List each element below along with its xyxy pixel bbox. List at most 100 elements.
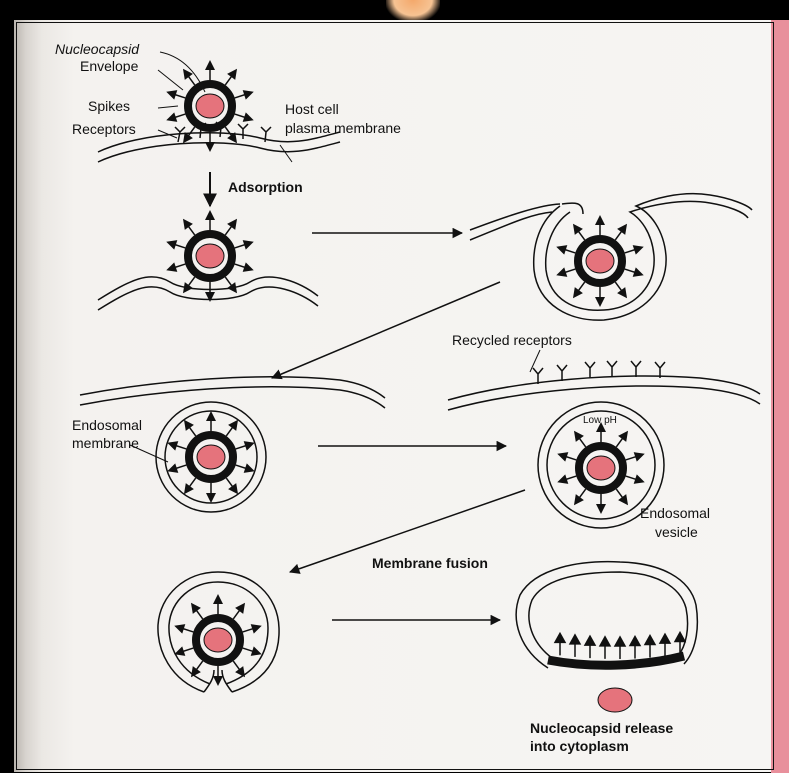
spike-head [645,636,655,645]
label-low-ph: Low pH [583,415,617,426]
spike-head [166,262,177,272]
spike-head [183,219,193,230]
spike-head [618,494,628,505]
spike-head [191,666,201,677]
virion-2 [166,210,253,302]
spike-head [615,637,625,646]
spike-head [244,441,255,451]
release-spikes [555,632,685,659]
stage-7-release [516,562,697,712]
label-host-cell: Host cell [285,101,339,117]
spike-head [585,636,595,645]
spike-head [205,292,215,302]
stage-3-invagination [470,194,752,321]
nucleocapsid-core [196,244,224,268]
spike-head [596,504,606,514]
pocket-outer [534,194,752,321]
label-endosomal-vesicle-2: vesicle [655,524,698,540]
spike-head [243,240,254,250]
label-receptors: Receptors [72,121,136,137]
label-adsorption: Adsorption [228,179,303,195]
spike-head [174,646,185,656]
virion-3 [556,215,643,307]
spike-head [573,224,583,235]
spike-head [595,297,605,307]
spike-head [167,441,178,451]
spike-head [228,483,238,494]
label-endosomal-vesicle-1: Endosomal [640,505,710,521]
spike-head [243,90,254,100]
spike-head [243,112,254,122]
label-membrane: membrane [72,435,139,451]
spike-head [244,463,255,473]
spike-head [633,245,644,255]
spike-head [205,142,215,152]
spike-head [227,219,237,230]
nucleocapsid-core [587,456,615,480]
spike-head [213,676,223,686]
fused-envelope [548,656,684,665]
recycled-pointer [530,350,540,372]
spike-head [183,282,193,293]
arrow-to-endosome [272,282,500,378]
spike-head [574,494,584,505]
spike-head [595,215,605,225]
spike-head [251,646,262,656]
spike-head [213,594,223,604]
label-endosomal: Endosomal [72,417,142,433]
nucleocapsid-core [197,445,225,469]
spike-head [227,69,237,80]
stage-6-fusion [158,572,279,692]
spike-head [205,210,215,220]
spike-head [557,474,568,484]
spike-head [228,420,238,431]
spike-head [235,666,245,677]
spike-head [206,411,216,421]
spike-head [600,637,610,646]
release-outer [516,562,697,668]
spike-head [556,267,567,277]
spike-head [630,637,640,646]
spike-head [634,474,645,484]
spike-head [167,463,178,473]
spike-head [191,603,201,614]
spike-head [618,431,628,442]
spike-head [184,483,194,494]
spike-head [206,493,216,503]
spike-head [573,287,583,298]
spike-head [556,245,567,255]
spike-head [617,287,627,298]
spike-head [617,224,627,235]
spike-head [634,452,645,462]
spike-head [174,624,185,634]
spike-head [235,603,245,614]
spike-head [251,624,262,634]
spike-head [660,634,670,643]
nucleocapsid-core [196,94,224,118]
spike-head [633,267,644,277]
label-plasma-membrane: plasma membrane [285,120,401,136]
nucleocapsid-core [586,249,614,273]
label-spikes: Spikes [88,98,130,114]
dip-membrane-inner [98,287,318,310]
spike-head [166,112,177,122]
spike-head [243,262,254,272]
label-nucleocapsid-release: Nucleocapsid release [530,720,673,736]
spike-head [574,431,584,442]
spike-head [166,240,177,250]
label-envelope: Envelope [80,58,139,74]
label-recycled-receptors: Recycled receptors [452,332,572,348]
spike-head [227,282,237,293]
nucleocapsid-core [204,628,232,652]
spike-head [675,632,685,641]
host-membrane-inner [98,142,340,162]
virion-5 [557,422,644,514]
spike-head [555,633,565,642]
spike-head [184,420,194,431]
spike-head [557,452,568,462]
recycled-receptor-membrane [448,350,760,410]
spike-head [570,635,580,644]
spike-head [205,60,215,70]
